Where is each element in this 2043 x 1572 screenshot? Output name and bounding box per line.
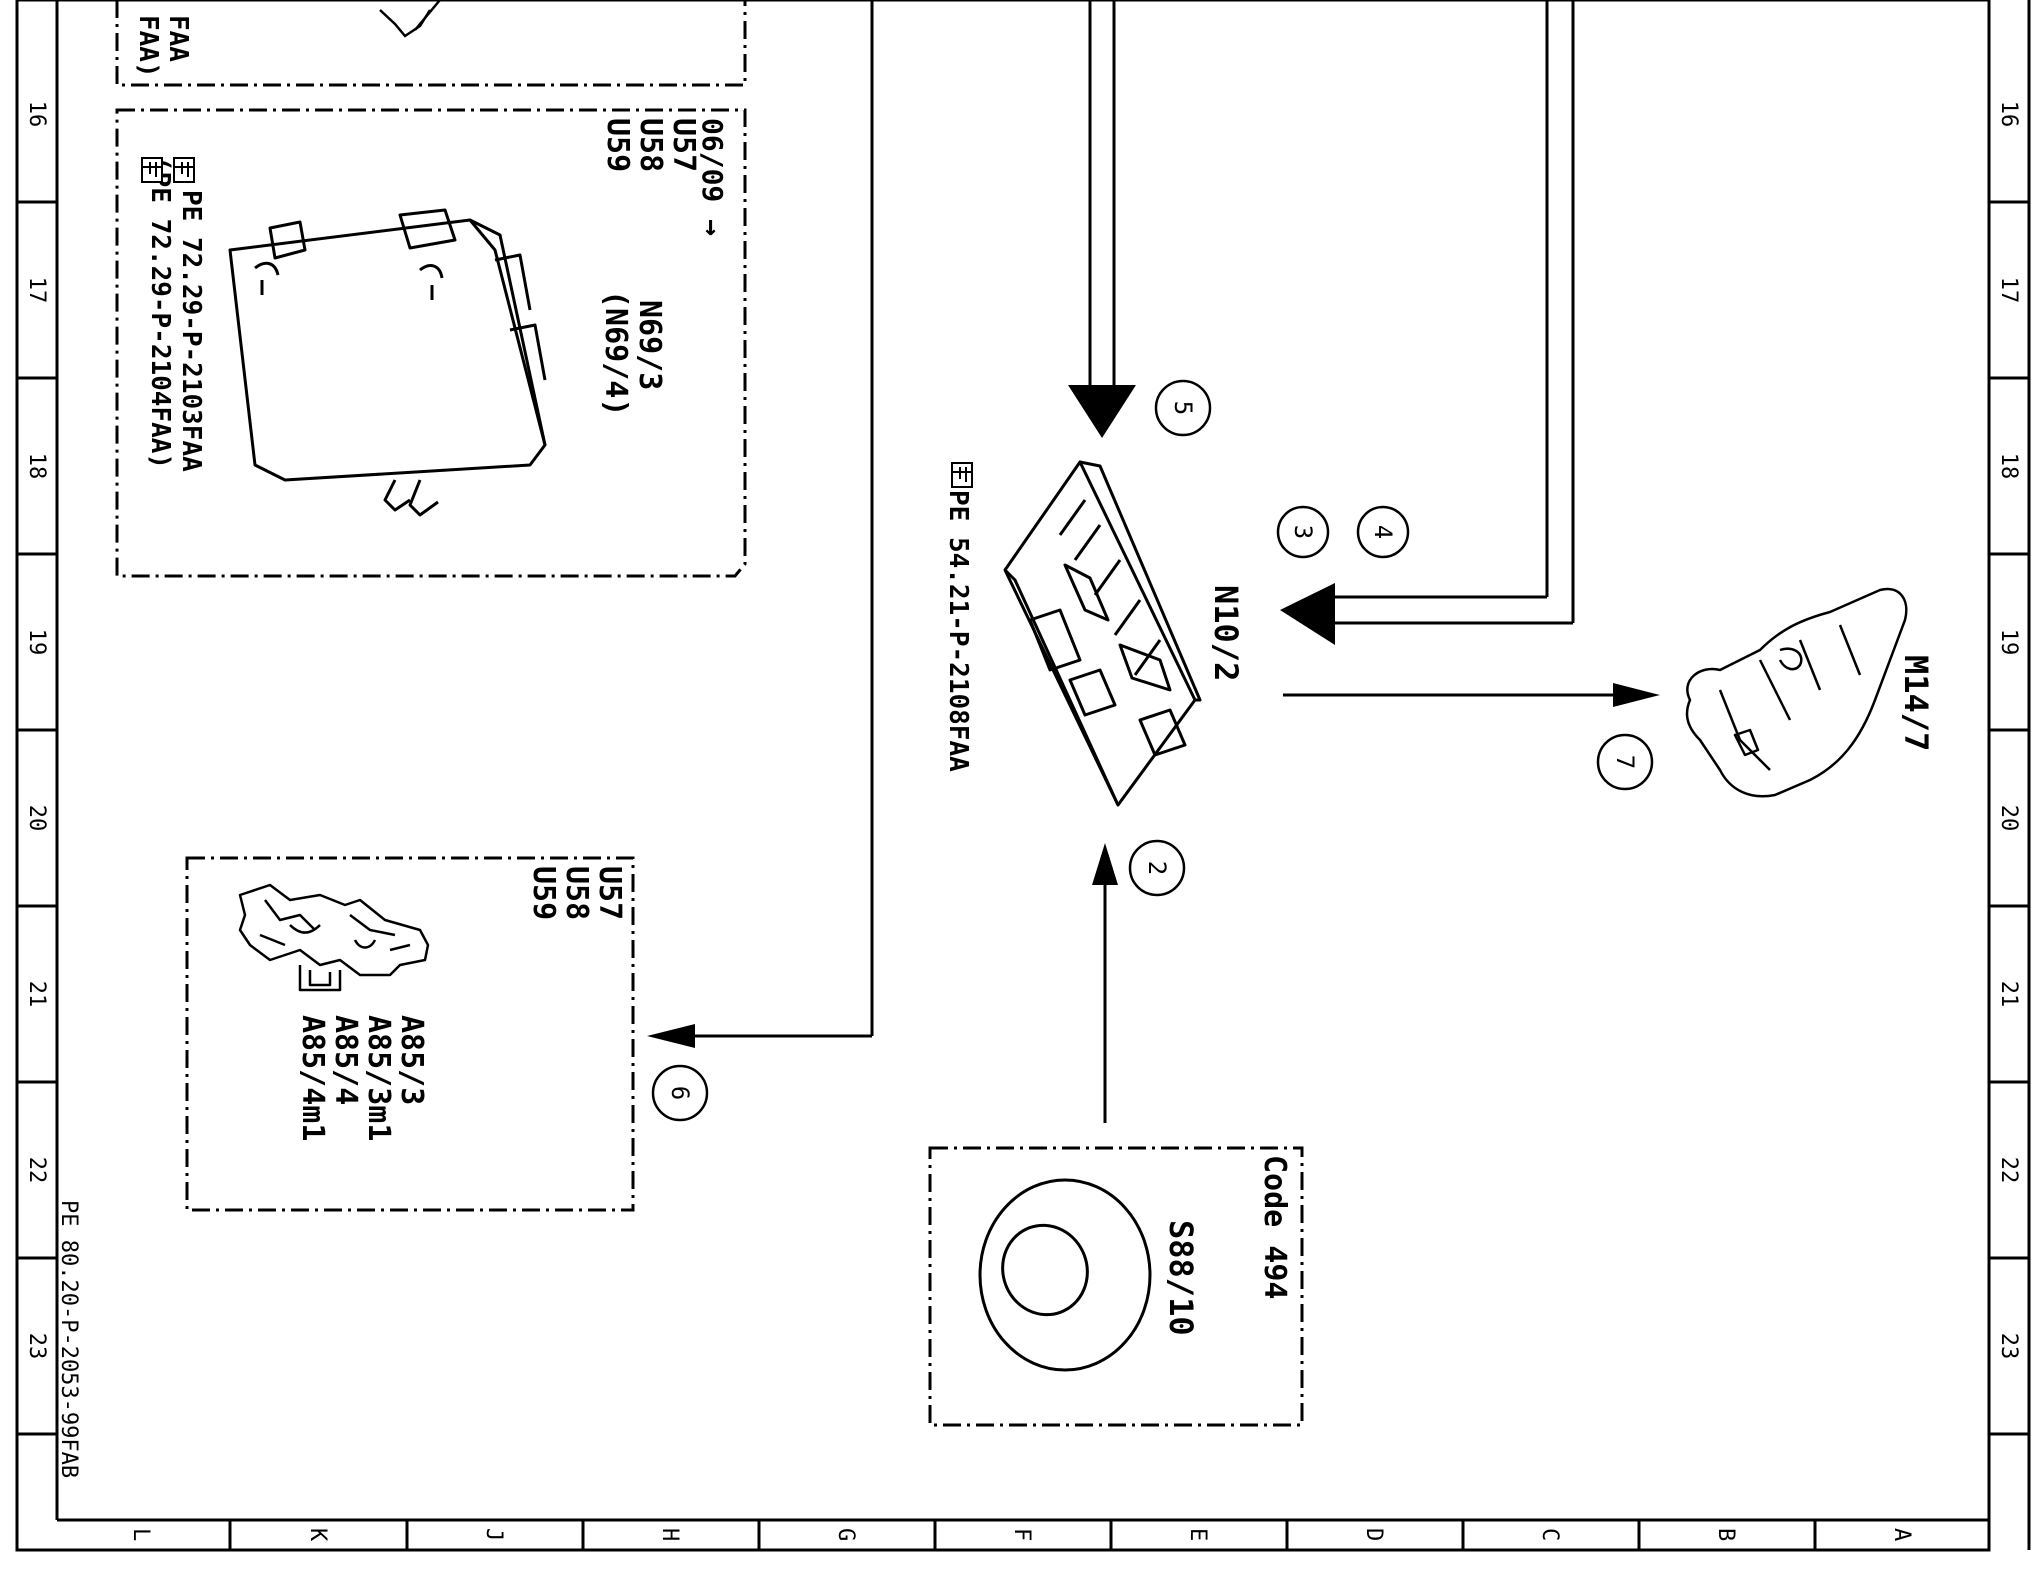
bottom-column-ticks: [228, 1520, 1817, 1550]
switch-box-border: [928, 1146, 1304, 1427]
col-letter-A: A: [1889, 1528, 1914, 1541]
col-letter-C: C: [1537, 1528, 1562, 1541]
switch-code: Code 494: [1257, 1155, 1292, 1300]
date-note: 06/09 →: [696, 118, 729, 236]
left-row-ticks: [17, 200, 57, 1436]
col-letter-J: J: [481, 1528, 506, 1541]
switch-drawing: [978, 1178, 1152, 1372]
col-letter-F: F: [1009, 1528, 1034, 1541]
wire-harness: [692, 0, 1620, 1123]
variant-u59: U59: [600, 118, 635, 172]
row-numbers-right: 16 17 18 19 20 21 22 23: [1996, 101, 2021, 1360]
center-unit-drawing: [1003, 460, 1202, 807]
row-num-left-23: 23: [24, 1333, 49, 1360]
lock-box-border: [185, 856, 635, 1212]
row-num-left-17: 17: [24, 277, 49, 304]
arrowheads: [647, 385, 1660, 1048]
part-n69-3: N69/3: [632, 300, 667, 390]
door-lock-drawing: [238, 883, 430, 992]
connection-6: 6: [666, 1086, 694, 1100]
col-letter-B: B: [1713, 1528, 1738, 1541]
row-numbers-left: 16 17 18 19 20 21 22 23: [24, 101, 49, 1360]
row-num-right-21: 21: [1996, 981, 2021, 1008]
lock-variant-u59: U59: [526, 866, 561, 920]
document-reference: PE 80.20-P-2053-99FAB: [56, 1200, 81, 1478]
control-unit-box-border: [115, 108, 747, 578]
fragment-connector-drawing: [379, 0, 441, 38]
control-unit-drawing: [228, 208, 547, 517]
row-num-left-22: 22: [24, 1157, 49, 1184]
pointing-hand-reference-icon: [141, 157, 195, 183]
row-num-right-16: 16: [1996, 101, 2021, 128]
column-letters: L K J H G F E D C B A: [128, 1528, 1914, 1542]
row-num-left-19: 19: [24, 629, 49, 656]
top-left-fragment-box: [115, 0, 747, 87]
row-num-right-22: 22: [1996, 1157, 2021, 1184]
part-a85-4: A85/4: [328, 1015, 363, 1105]
row-num-left-21: 21: [24, 981, 49, 1008]
part-a85-3: A85/3: [394, 1015, 429, 1105]
right-row-ticks: [1989, 0, 2031, 1550]
col-letter-E: E: [1185, 1528, 1210, 1541]
row-num-left-20: 20: [24, 805, 49, 832]
control-unit-ref-2: (PE 72.29-P-2104FAA): [145, 156, 175, 469]
center-unit-part: N10/2: [1207, 585, 1245, 681]
control-unit-ref-1: PE 72.29-P-2103FAA: [176, 190, 206, 472]
part-a85-3m1: A85/3m1: [361, 1015, 396, 1141]
row-num-right-19: 19: [1996, 629, 2021, 656]
motor-drawing: [1685, 587, 1908, 798]
part-n69-4: (N69/4): [598, 290, 633, 416]
pointing-hand-reference-icon: [951, 462, 973, 488]
connection-markers: [651, 379, 1654, 1122]
connection-2: 2: [1143, 861, 1171, 875]
row-num-right-20: 20: [1996, 805, 2021, 832]
connection-3: 3: [1289, 525, 1317, 539]
lock-variant-u57: U57: [592, 866, 627, 920]
top-left-fragment-text: FAA FAA): [133, 15, 193, 78]
part-a85-4m1: A85/4m1: [295, 1015, 330, 1141]
center-unit-ref: PE 54.21-P-2108FAA: [943, 490, 973, 772]
lock-box-text: U57 U58 U59 A85/3 A85/3m1 A85/4 A85/4m1: [295, 866, 627, 1141]
connection-4: 4: [1369, 525, 1397, 539]
sheet-frame: [15, 0, 1991, 1552]
fragment-line-2: FAA): [133, 15, 163, 78]
motor-part: M14/7: [1897, 655, 1935, 751]
row-num-left-16: 16: [24, 101, 49, 128]
control-unit-box-text: 06/09 → U57 U58 U59 N69/3 (N69/4) PE 72.…: [145, 118, 729, 472]
col-letter-G: G: [833, 1528, 858, 1541]
row-num-left-18: 18: [24, 453, 49, 480]
lock-variant-u58: U58: [559, 866, 594, 920]
connection-5: 5: [1169, 401, 1197, 415]
row-num-right-18: 18: [1996, 453, 2021, 480]
fragment-line-1: FAA: [163, 15, 193, 62]
variant-u57: U57: [666, 118, 701, 172]
variant-u58: U58: [633, 118, 668, 172]
row-num-right-23: 23: [1996, 1333, 2021, 1360]
row-num-right-17: 17: [1996, 277, 2021, 304]
connection-7: 7: [1611, 755, 1639, 769]
col-letter-K: K: [305, 1528, 330, 1542]
col-letter-D: D: [1361, 1528, 1386, 1541]
connection-labels: 5 3 4 7 2 6: [666, 401, 1639, 1100]
switch-part: S88/10: [1162, 1220, 1200, 1336]
col-letter-L: L: [128, 1528, 153, 1541]
col-letter-H: H: [657, 1528, 682, 1541]
